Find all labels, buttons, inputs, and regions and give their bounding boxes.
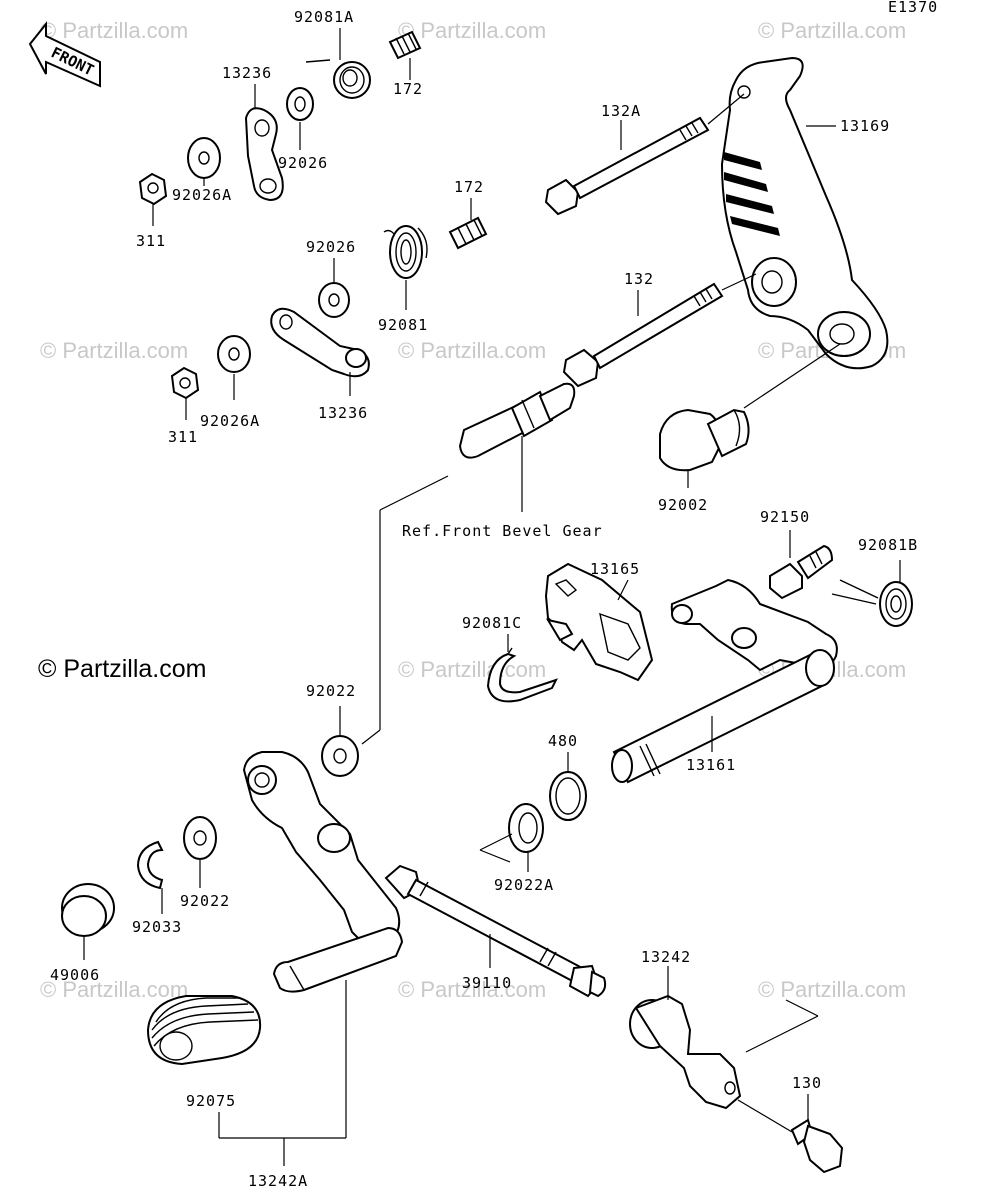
watermark: © Partzilla.com (40, 977, 188, 1002)
watermark: © Partzilla.com (398, 657, 546, 682)
bolt-92002 (659, 343, 841, 472)
label-92022-upper: 92022 (306, 682, 356, 700)
washer-92022-lower (183, 816, 217, 860)
clip-92081c (486, 647, 558, 703)
label-92075: 92075 (186, 1092, 236, 1110)
label-92150: 92150 (760, 508, 810, 526)
arm-13242 (629, 994, 742, 1110)
label-92081b: 92081B (858, 536, 918, 554)
diagram-code: E1370 (888, 0, 938, 16)
label-92022a: 92022A (494, 876, 554, 894)
shift-shaft-13161 (611, 578, 838, 784)
bolt-130 (737, 1099, 844, 1174)
washer-92026a-mid (217, 335, 251, 373)
label-92026a-top: 92026A (172, 186, 232, 204)
label-92081: 92081 (378, 316, 428, 334)
lever-13236-mid (270, 307, 370, 378)
bolt-132a (544, 93, 745, 216)
label-172-top: 172 (393, 80, 423, 98)
plate-13165 (544, 562, 654, 682)
pedal-rubber-92075 (146, 995, 262, 1066)
e-clip-92033 (136, 840, 164, 890)
washer-92022-upper (321, 735, 359, 777)
label-13242a: 13242A (248, 1172, 308, 1190)
reference-note: Ref.Front Bevel Gear (402, 522, 603, 540)
watermark: © Partzilla.com (398, 18, 546, 43)
tie-rod-39110 (384, 864, 607, 998)
lever-13236-top (244, 107, 284, 202)
watermark: © Partzilla.com (758, 18, 906, 43)
watermark: © Partzilla.com (758, 977, 906, 1002)
label-13236-top: 13236 (222, 64, 272, 82)
watermark: © Partzilla.com (40, 338, 188, 363)
leader-lines (83, 28, 901, 1166)
label-92081c: 92081C (462, 614, 522, 632)
washer-92026-top (286, 87, 314, 121)
label-13169: 13169 (840, 117, 890, 135)
label-172-mid: 172 (454, 178, 484, 196)
label-92022-lower: 92022 (180, 892, 230, 910)
label-130: 130 (792, 1074, 822, 1092)
label-92026-top: 92026 (278, 154, 328, 172)
cap-49006 (61, 883, 115, 937)
watermark: © Partzilla.com (40, 18, 188, 43)
label-92002: 92002 (658, 496, 708, 514)
watermark: © Partzilla.com (398, 338, 546, 363)
label-311-top: 311 (136, 232, 166, 250)
label-13161: 13161 (686, 756, 736, 774)
washer-92026a-top (187, 137, 221, 179)
washer-92026-mid (318, 282, 350, 318)
label-132a: 132A (601, 102, 641, 120)
watermark-main: © Partzilla.com (38, 655, 206, 683)
pin-172-mid (448, 216, 488, 250)
label-49006: 49006 (50, 966, 100, 984)
label-13236-mid: 13236 (318, 404, 368, 422)
label-39110: 39110 (462, 974, 512, 992)
torsion-spring-92081a (305, 59, 371, 99)
label-92026-mid: 92026 (306, 238, 356, 256)
circlip-480 (549, 771, 587, 821)
torsion-spring-92081 (383, 225, 428, 279)
nut-311-top (138, 172, 168, 206)
part-labels: 92081A 172 13236 92026 311 92026A 132A 1… (50, 8, 918, 1190)
nut-311-mid (170, 366, 200, 400)
watermark: © Partzilla.com (398, 977, 546, 1002)
label-480: 480 (548, 732, 578, 750)
label-13165: 13165 (590, 560, 640, 578)
washer-92022a (508, 803, 544, 853)
label-92033: 92033 (132, 918, 182, 936)
pin-172-top (388, 30, 422, 60)
label-132: 132 (624, 270, 654, 288)
shift-pedal-13242a (242, 751, 404, 993)
shift-shaft-stud (458, 382, 576, 459)
label-92081a: 92081A (294, 8, 354, 26)
bracket-13169 (720, 56, 889, 370)
stopper-bolt-92150 (769, 544, 834, 600)
label-311-mid: 311 (168, 428, 198, 446)
label-13242: 13242 (641, 948, 691, 966)
bolt-132 (562, 273, 757, 388)
label-92026a-mid: 92026A (200, 412, 260, 430)
torsion-spring-92081b (831, 579, 913, 627)
